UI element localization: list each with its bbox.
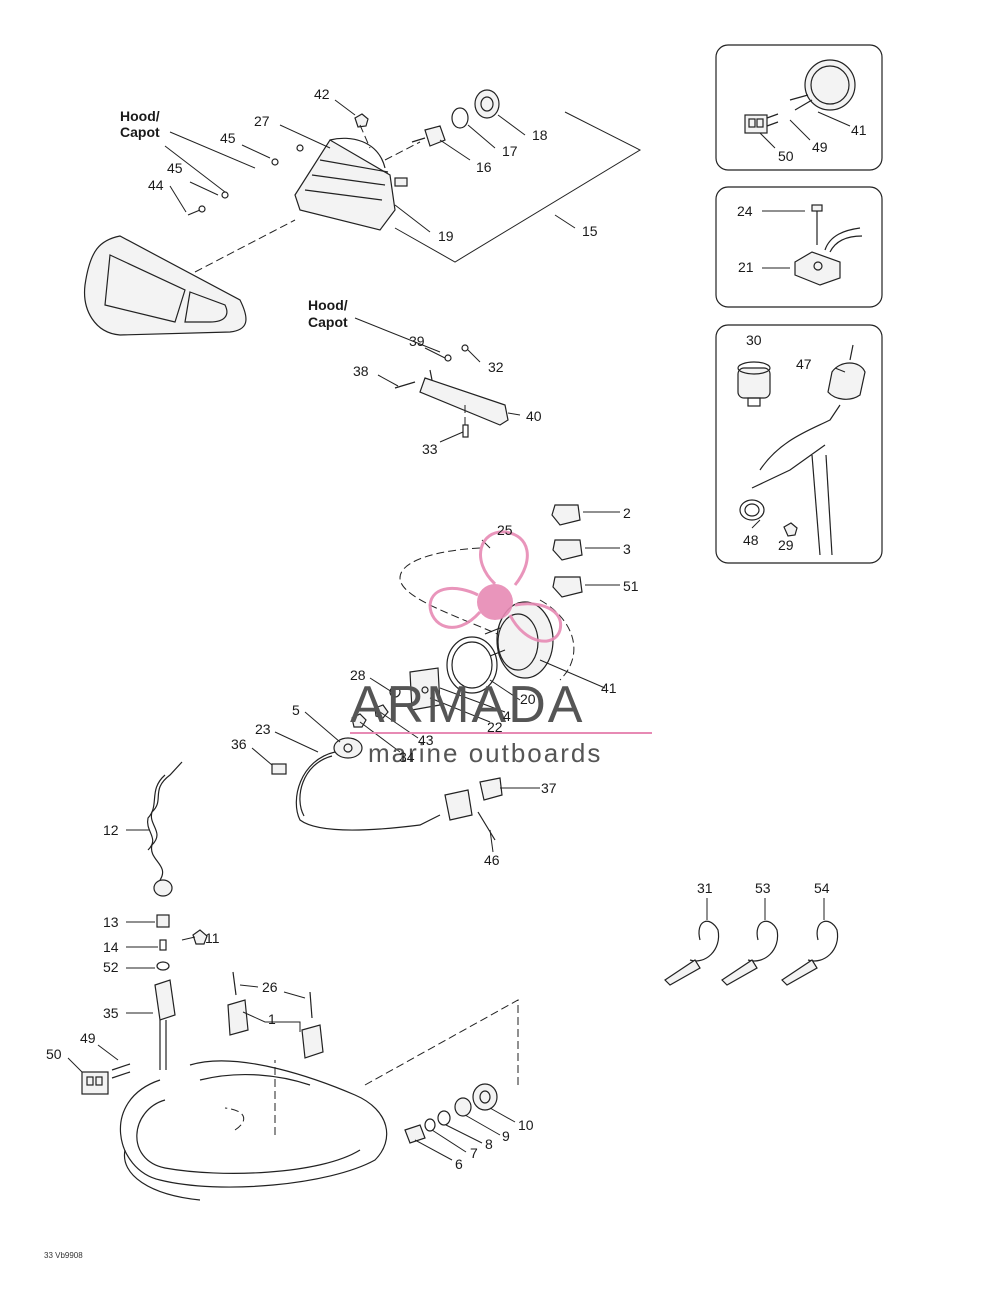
callout-18: 18	[532, 127, 548, 143]
callout-49-inset: 49	[812, 139, 828, 155]
callout-49: 49	[80, 1030, 96, 1046]
part-number-callouts: 42 27 45 45 44 16 17 18 19 15 39 32 38 4…	[46, 86, 867, 1172]
callout-33: 33	[422, 441, 438, 457]
callout-17: 17	[502, 143, 518, 159]
callout-2: 2	[623, 505, 631, 521]
callout-38: 38	[353, 363, 369, 379]
callout-44: 44	[148, 177, 164, 193]
inset-gauge-box	[715, 44, 883, 171]
callout-36: 36	[231, 736, 247, 752]
callout-25: 25	[497, 522, 513, 538]
hood-label-top-line2: Capot	[120, 124, 160, 140]
callout-3: 3	[623, 541, 631, 557]
figure-code: 33 Vb9908	[44, 1251, 83, 1260]
callout-31: 31	[697, 880, 713, 896]
armada-propeller-logo	[428, 530, 563, 643]
callout-7: 7	[470, 1145, 478, 1161]
callout-47: 47	[796, 356, 812, 372]
callout-5: 5	[292, 702, 300, 718]
callout-14: 14	[103, 939, 119, 955]
callout-53: 53	[755, 880, 771, 896]
callout-30: 30	[746, 332, 762, 348]
callout-29: 29	[778, 537, 794, 553]
callout-40: 40	[526, 408, 542, 424]
callout-19: 19	[438, 228, 454, 244]
callout-52: 52	[103, 959, 119, 975]
callout-24: 24	[737, 203, 753, 219]
inset-switch-box	[715, 324, 883, 564]
hood-label-mid-line2: Capot	[308, 314, 348, 330]
callout-46: 46	[484, 852, 500, 868]
callout-10: 10	[518, 1117, 534, 1133]
callout-9: 9	[502, 1128, 510, 1144]
callout-20: 20	[520, 691, 536, 707]
callout-42: 42	[314, 86, 330, 102]
gauge-assembly-drawing	[251, 504, 620, 853]
callout-1: 1	[268, 1011, 276, 1027]
tie-wraps-drawing	[664, 898, 839, 986]
callout-4: 4	[503, 708, 511, 724]
callout-35: 35	[103, 1005, 119, 1021]
watermark-brand: ARMADA	[350, 676, 584, 734]
callout-26: 26	[262, 979, 278, 995]
hood-label-top-line1: Hood/	[120, 108, 160, 124]
callout-8: 8	[485, 1136, 493, 1152]
callout-34: 34	[399, 749, 415, 765]
watermark-tagline: marine outboards	[368, 738, 602, 768]
callout-6: 6	[455, 1156, 463, 1172]
dashboard-cluster-drawing	[83, 89, 642, 336]
callout-22: 22	[487, 719, 503, 735]
callout-41-inset: 41	[851, 122, 867, 138]
key-switch-harness-drawing	[67, 761, 519, 1201]
callout-16: 16	[476, 159, 492, 175]
callout-45b: 45	[167, 160, 183, 176]
callout-15: 15	[582, 223, 598, 239]
inset-regulator-box	[715, 186, 883, 308]
callout-45a: 45	[220, 130, 236, 146]
callout-27: 27	[254, 113, 270, 129]
callout-28: 28	[350, 667, 366, 683]
callout-11: 11	[205, 930, 220, 946]
callout-32: 32	[488, 359, 504, 375]
callout-37: 37	[541, 780, 557, 796]
callout-13: 13	[103, 914, 119, 930]
callout-50: 50	[46, 1046, 62, 1062]
callout-21: 21	[738, 259, 754, 275]
bracket-assembly-drawing	[354, 317, 521, 443]
hood-label-mid-line1: Hood/	[308, 297, 348, 313]
callout-12: 12	[103, 822, 119, 838]
callout-23: 23	[255, 721, 271, 737]
callout-50-inset: 50	[778, 148, 794, 164]
callout-41: 41	[601, 680, 617, 696]
callout-39: 39	[409, 333, 425, 349]
callout-54: 54	[814, 880, 830, 896]
callout-51: 51	[623, 578, 639, 594]
callout-43: 43	[418, 732, 434, 748]
callout-48: 48	[743, 532, 759, 548]
